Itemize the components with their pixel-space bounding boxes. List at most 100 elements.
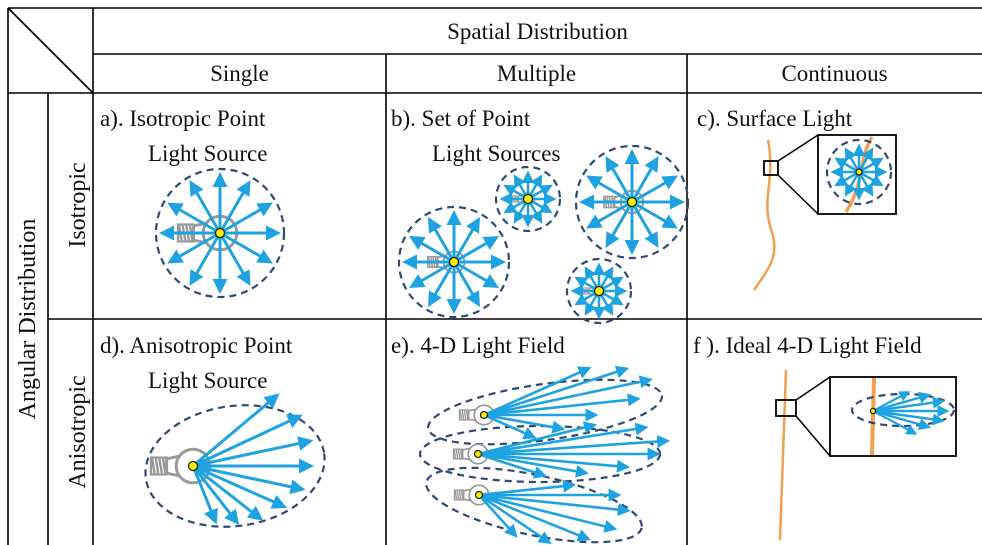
caption-a-line1: a). Isotropic Point [100, 106, 266, 131]
light-ray-arrow [477, 452, 631, 473]
light-ray-arrow [483, 413, 566, 434]
light-ray-arrow [453, 260, 500, 289]
light-ray-arrow [167, 231, 221, 264]
caption-d-line1: d). Anisotropic Point [100, 333, 293, 358]
light-ray-arrow [483, 393, 641, 417]
dashed-distribution-boundary [144, 404, 326, 528]
table-grid [7, 7, 982, 545]
light-ray-arrow [605, 201, 634, 248]
point-source-dot [593, 285, 605, 297]
light-bulb-icon [452, 443, 489, 465]
surface-light-illustration [752, 134, 897, 291]
light-ray-arrow [167, 202, 221, 235]
row-label-angular-distribution: Angular Distribution [15, 218, 41, 420]
light-ray-arrow [427, 261, 456, 308]
light-field-illustration [418, 365, 671, 544]
light-ray-arrow [857, 171, 874, 197]
light-ray-arrow [191, 465, 218, 525]
isotropic-point-light-illustration [154, 167, 286, 299]
light-ray-arrow [477, 452, 589, 478]
dashed-distribution-boundary [397, 205, 511, 319]
row-label-anisotropic: Anisotropic [65, 375, 91, 489]
light-ray-arrow [586, 200, 633, 229]
light-ray-arrow [427, 216, 456, 263]
light-ray-arrow [477, 434, 671, 456]
light-ray-arrow [630, 156, 659, 203]
light-ray-arrow [452, 261, 481, 308]
dashed-distribution-boundary [565, 257, 633, 325]
light-ray-arrow [858, 170, 884, 187]
point-source-dot [522, 193, 534, 205]
point-source-dot [474, 490, 484, 500]
header-continuous: Continuous [781, 61, 888, 86]
caption-b-line2: Light Sources [432, 141, 561, 166]
light-ray-arrow [192, 464, 306, 495]
dashed-distribution-boundary [154, 167, 286, 299]
caption-f-line1: f ). Ideal 4-D Light Field [693, 333, 922, 358]
surface-line-zoomed [870, 377, 876, 456]
row-label-isotropic: Isotropic [65, 162, 91, 248]
ideal-light-field-illustration [775, 369, 957, 541]
point-source-dot [214, 227, 226, 239]
light-ray-arrow [857, 147, 874, 173]
light-ray-arrow [192, 464, 264, 521]
caption-e-line1: e). 4-D Light Field [391, 333, 565, 358]
header-spatial-distribution: Spatial Distribution [447, 19, 628, 44]
point-source-dot [187, 460, 199, 472]
light-ray-arrow [483, 365, 630, 417]
light-ray-arrow [872, 396, 945, 413]
light-ray-arrow [605, 156, 634, 203]
point-source-dot [473, 449, 483, 459]
light-ray-arrow [872, 410, 918, 435]
light-ray-arrow [631, 175, 678, 204]
corner-diagonal [7, 7, 94, 94]
light-ray-arrow [478, 493, 618, 533]
light-ray-arrow [478, 493, 631, 517]
light-ray-arrow [192, 436, 314, 468]
zoom-source-box [763, 160, 779, 176]
light-ray-arrow [477, 422, 649, 456]
light-ray-arrow [483, 366, 592, 417]
light-ray-arrow [408, 260, 455, 289]
light-ray-arrow [408, 235, 455, 264]
light-ray-arrow [192, 464, 288, 509]
light-ray-arrow [631, 200, 678, 229]
light-bulb-icon [453, 484, 490, 506]
light-ray-arrow [219, 231, 273, 264]
light-ray-arrow [483, 413, 537, 440]
point-source-dot [479, 410, 489, 420]
point-source-dot [448, 256, 460, 268]
light-ray-arrow [192, 414, 303, 468]
surface-line [778, 369, 788, 541]
point-light-set-illustration [397, 144, 690, 325]
caption-c-line1: c). Surface Light [697, 106, 853, 131]
light-ray-arrow [478, 493, 552, 544]
light-ray-arrow [478, 479, 577, 497]
light-ray-arrow [189, 180, 222, 234]
dashed-distribution-boundary [494, 165, 562, 233]
light-ray-arrow [844, 147, 861, 173]
light-ray-arrow [478, 494, 518, 538]
light-ray-arrow [630, 201, 659, 248]
light-ray-arrow [218, 180, 251, 234]
light-ray-arrow [218, 232, 251, 286]
caption-b-line1: b). Set of Point [391, 106, 531, 131]
zoom-source-box [775, 399, 797, 417]
light-ray-arrow [478, 493, 591, 542]
caption-a-line2: Light Source [148, 141, 268, 166]
light-ray-arrow [834, 170, 860, 187]
light-ray-arrow [586, 175, 633, 204]
point-source-dot [855, 168, 863, 176]
light-ray-arrow [452, 216, 481, 263]
light-ray-arrow [477, 421, 597, 456]
light-ray-arrow [189, 232, 222, 286]
point-source-dot [626, 196, 638, 208]
surface-curve [752, 139, 776, 291]
light-ray-arrow [453, 235, 500, 264]
header-single: Single [210, 61, 269, 86]
anisotropic-point-light-illustration [144, 393, 326, 528]
caption-d-line2: Light Source [148, 368, 268, 393]
dashed-distribution-boundary [574, 144, 690, 260]
light-ray-arrow [872, 391, 932, 413]
